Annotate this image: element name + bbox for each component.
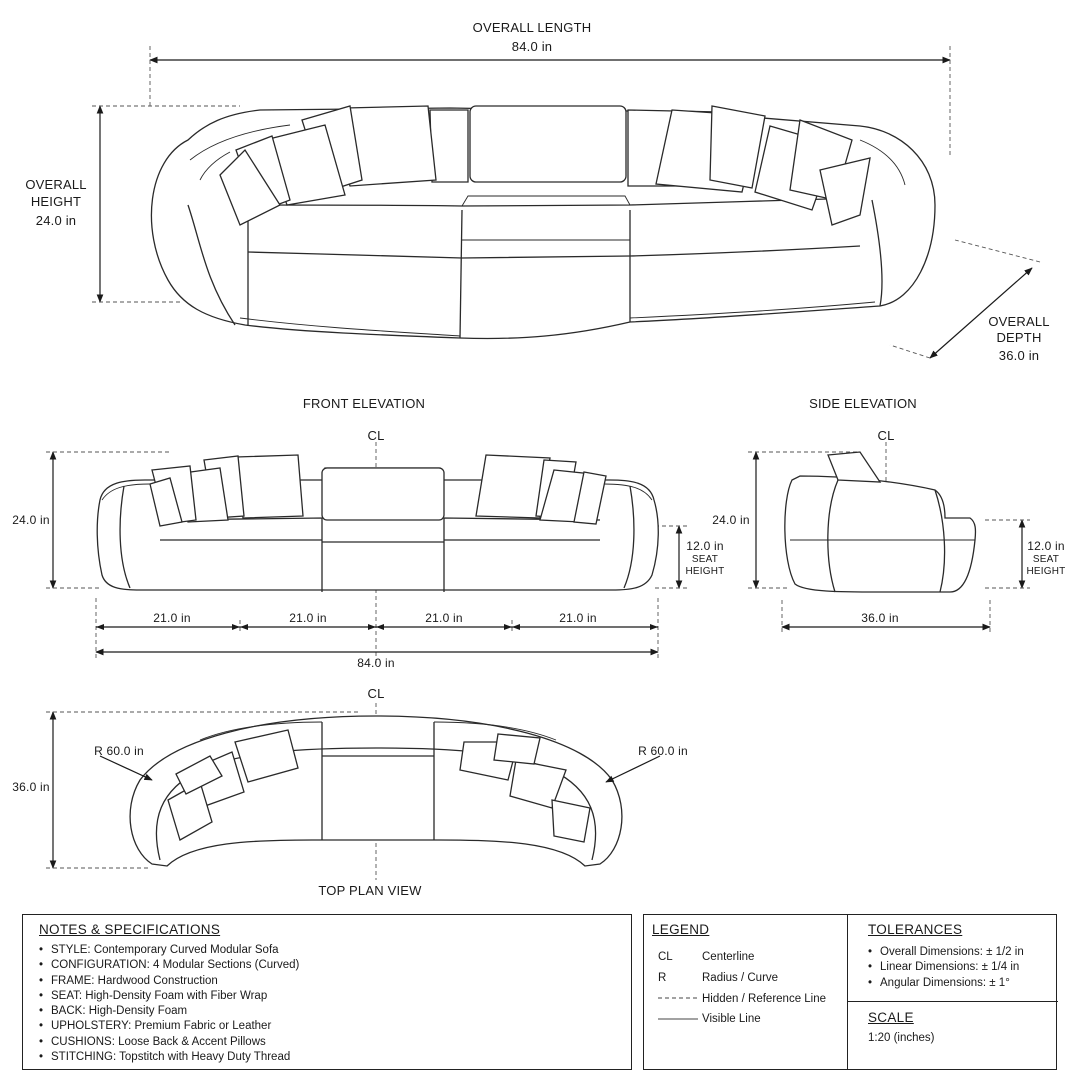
legend-symbol-r: R	[658, 972, 667, 984]
side-seat-label-1: SEAT	[1032, 554, 1060, 565]
note-item: FRAME: Hardwood Construction	[39, 974, 631, 990]
plan-depth-value: 36.0 in	[12, 780, 50, 794]
panel-divider	[847, 915, 849, 1069]
top-plan-title: TOP PLAN VIEW	[318, 883, 422, 898]
note-item: STITCHING: Topstitch with Heavy Duty Thr…	[39, 1050, 631, 1066]
pillow	[175, 755, 223, 795]
note-item: SEAT: High-Density Foam with Fiber Wrap	[39, 989, 631, 1005]
panel-divider	[848, 1001, 1058, 1003]
overall-depth-label-2: DEPTH	[996, 330, 1042, 345]
tolerances-list: Overall Dimensions: ± 1/2 in Linear Dime…	[868, 945, 1024, 991]
pillow	[551, 799, 591, 843]
pillow	[709, 105, 766, 189]
segment-dimension-4: 21.0 in	[559, 611, 597, 625]
front-seat-label-1: SEAT	[691, 554, 719, 565]
tolerances-title: TOLERANCES	[868, 922, 963, 937]
front-elevation-view	[46, 442, 688, 665]
side-seat-label-2: HEIGHT	[1026, 566, 1066, 577]
note-item: STYLE: Contemporary Curved Modular Sofa	[39, 943, 631, 959]
note-item: CUSHIONS: Loose Back & Accent Pillows	[39, 1035, 631, 1051]
tolerance-item: Overall Dimensions: ± 1/2 in	[868, 945, 1024, 961]
plan-radius-right: R 60.0 in	[638, 744, 688, 758]
side-centerline-label: CL	[877, 428, 895, 443]
overall-depth-label-1: OVERALL	[988, 314, 1050, 329]
pillow	[235, 454, 304, 519]
legend-dashed-line-swatch	[658, 997, 698, 999]
notes-title: NOTES & SPECIFICATIONS	[39, 922, 221, 937]
side-depth-value: 36.0 in	[861, 611, 899, 625]
overall-length-label: OVERALL LENGTH	[472, 20, 592, 35]
tolerance-item: Linear Dimensions: ± 1/4 in	[868, 960, 1024, 976]
overall-height-label-2: HEIGHT	[30, 194, 82, 209]
scale-title: SCALE	[868, 1010, 914, 1025]
segment-dimension-1: 21.0 in	[153, 611, 191, 625]
front-elevation-title: FRONT ELEVATION	[302, 396, 426, 411]
note-item: CONFIGURATION: 4 Modular Sections (Curve…	[39, 958, 631, 974]
plan-radius-left: R 60.0 in	[94, 744, 144, 758]
top-plan-view	[46, 703, 661, 880]
tolerance-item: Angular Dimensions: ± 1°	[868, 976, 1024, 992]
side-height-value: 24.0 in	[712, 513, 750, 527]
note-item: BACK: High-Density Foam	[39, 1004, 631, 1020]
plan-centerline-label: CL	[367, 686, 385, 701]
notes-list: STYLE: Contemporary Curved Modular Sofa …	[39, 943, 631, 1066]
legend-text-centerline: Centerline	[702, 951, 755, 963]
pillow	[234, 729, 299, 783]
legend-text-hidden: Hidden / Reference Line	[702, 993, 827, 1005]
pillow	[493, 733, 541, 765]
side-seat-height-value: 12.0 in	[1027, 539, 1065, 553]
scale-value: 1:20 (inches)	[868, 1032, 935, 1044]
legend-solid-line-swatch	[658, 1018, 698, 1020]
front-centerline-label: CL	[367, 428, 385, 443]
legend-text-radius: Radius / Curve	[702, 972, 779, 984]
overall-height-label-1: OVERALL	[25, 177, 87, 192]
pillow	[827, 451, 882, 483]
side-elevation-title: SIDE ELEVATION	[809, 396, 917, 411]
legend-panel: LEGEND CL Centerline R Radius / Curve Hi…	[643, 914, 1058, 1070]
overall-length-value: 84.0 in	[511, 39, 553, 54]
front-height-value: 24.0 in	[12, 513, 50, 527]
legend-symbol-cl: CL	[658, 951, 673, 963]
pillow	[219, 148, 281, 226]
legend-title: LEGEND	[652, 922, 710, 937]
overall-depth-value: 36.0 in	[998, 348, 1040, 363]
pillow	[149, 477, 183, 527]
legend-text-visible: Visible Line	[702, 1013, 761, 1025]
pillow	[819, 157, 871, 226]
pillow	[573, 471, 607, 525]
side-elevation-view	[748, 442, 1030, 634]
front-seat-height-value: 12.0 in	[686, 539, 724, 553]
notes-panel: NOTES & SPECIFICATIONS STYLE: Contempora…	[22, 914, 632, 1070]
front-seat-label-2: HEIGHT	[685, 566, 725, 577]
segment-dimension-3: 21.0 in	[425, 611, 463, 625]
segment-dimension-2: 21.0 in	[289, 611, 327, 625]
overall-height-value: 24.0 in	[35, 213, 77, 228]
front-overall-length: 84.0 in	[357, 656, 395, 670]
note-item: UPHOLSTERY: Premium Fabric or Leather	[39, 1019, 631, 1035]
perspective-sofa	[92, 46, 1041, 359]
